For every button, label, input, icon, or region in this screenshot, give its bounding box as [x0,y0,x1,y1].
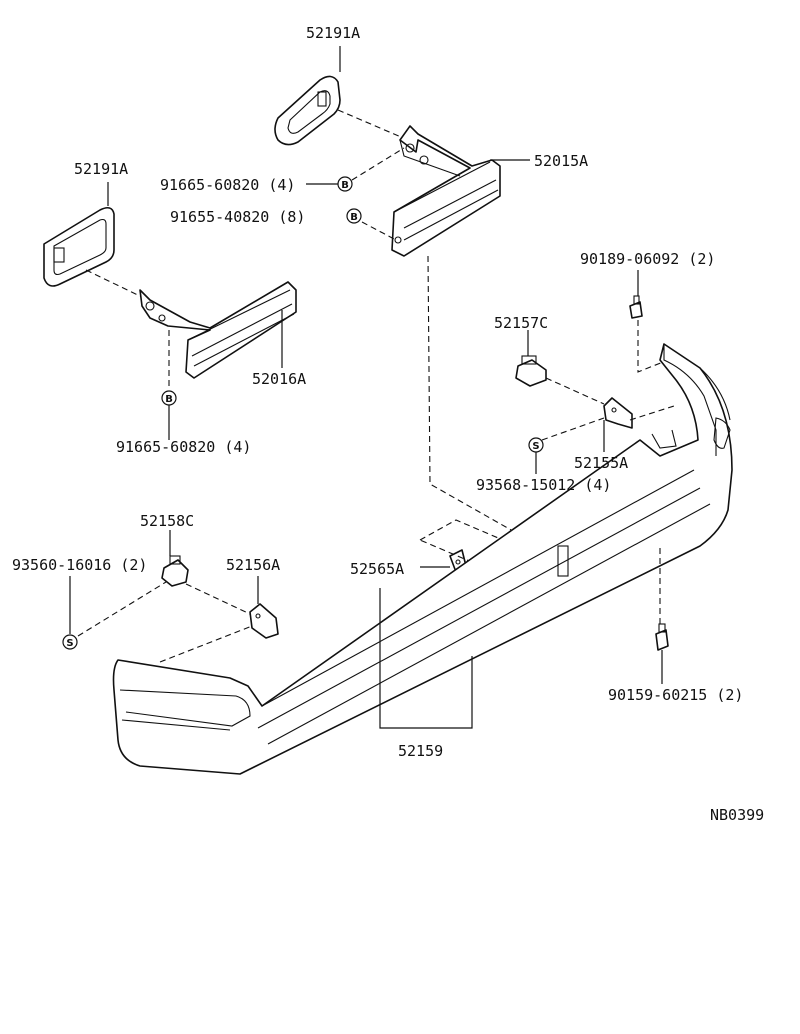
screw-symbol-right: S [528,437,544,453]
label-screw-bottom: 90159-60215 (2) [608,686,743,704]
label-diagram-code: NB0399 [710,806,764,824]
label-screw-right: 90189-06092 (2) [580,250,715,268]
label-retainer-left: 52016A [252,370,306,388]
screw-right-top [629,295,643,319]
bolt-symbol-left: B [161,390,177,406]
label-clip-right: 52157C [494,314,548,332]
svg-text:B: B [341,180,349,191]
label-bolt-left: 91665-60820 (4) [116,438,251,456]
energy-absorber-pad-top [274,75,341,146]
label-pad-top: 52191A [306,24,360,42]
label-screw-s-left: 93560-16016 (2) [12,556,147,574]
bolt-symbol-top-b: B [346,208,362,224]
support-left [249,603,279,639]
label-pad-left: 52191A [74,160,128,178]
bumper-cover [112,343,733,775]
svg-text:S: S [66,638,73,649]
svg-text:B: B [165,394,173,405]
label-bolt-top-a: 91665-60820 (4) [160,176,295,194]
screw-symbol-left: S [62,634,78,650]
label-clip-left: 52158C [140,512,194,530]
screw-bottom [655,623,669,651]
label-support-left: 52156A [226,556,280,574]
label-support-right: 52155A [574,454,628,472]
label-bolt-top-b: 91655-40820 (8) [170,208,305,226]
bolt-symbol-top-a: B [337,176,353,192]
label-screw-s-right: 93568-15012 (4) [476,476,611,494]
energy-absorber-pad-left [43,206,115,287]
svg-text:B: B [350,212,358,223]
retainer-right [391,125,501,257]
retainer-left [139,281,297,379]
clip-right [515,355,547,387]
label-bracket-center: 52565A [350,560,404,578]
clip-left [161,555,189,587]
label-bumper-cover: 52159 [398,742,443,760]
svg-text:S: S [532,441,539,452]
support-right [603,397,633,429]
label-retainer-right: 52015A [534,152,588,170]
